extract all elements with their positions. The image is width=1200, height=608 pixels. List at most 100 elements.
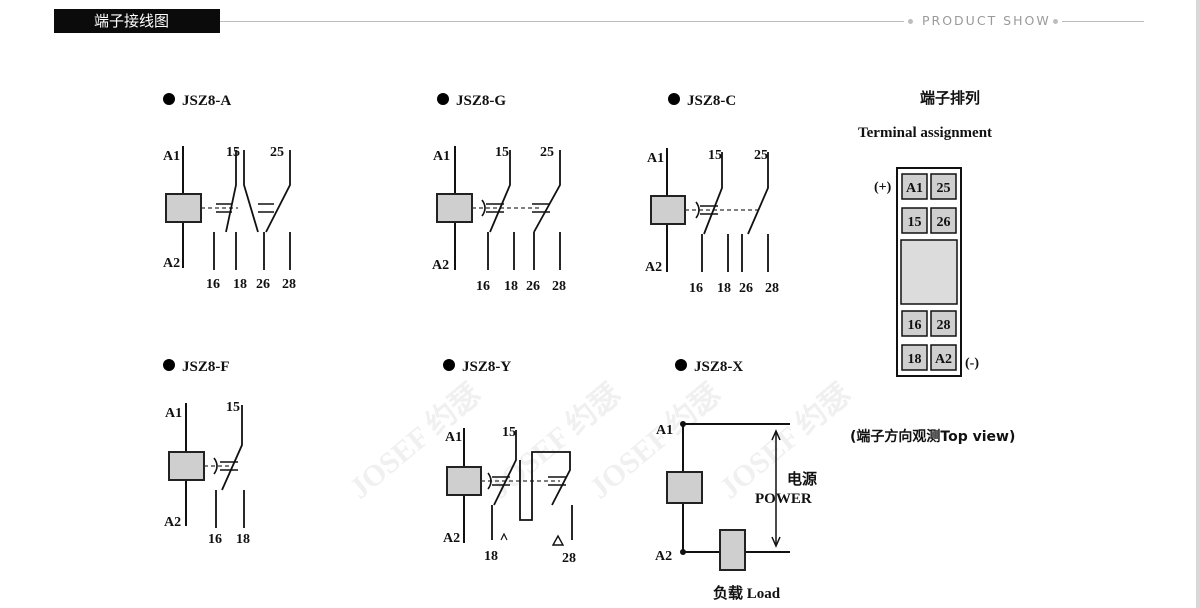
terminal-label-26: 26 [256,277,270,292]
relay-title: JSZ8-A [182,93,231,109]
power-arrow-heads [771,429,781,548]
relay-title: JSZ8-G [456,93,506,109]
header-divider-right [1062,21,1144,22]
terminal-label-28: 28 [552,279,566,294]
relay-jsz8-x: JSZ8-X A1 A2 电源 POWER 负载 Load [655,359,817,602]
terminal-label-16: 16 [206,277,220,292]
relay-jsz8-f: JSZ8-F A1 A2 15 16 18 [163,359,250,547]
terminal-label-18: 18 [484,549,498,564]
terminal-label-15: 15 [708,148,722,163]
section-title-tab: 端子接线图 [54,9,220,33]
section-title: 端子接线图 [94,12,170,30]
terminal-cell-label: A1 [906,181,923,196]
contact-lines [213,150,291,270]
terminal-label-25: 25 [754,148,768,163]
terminal-label-a1: A1 [647,151,664,166]
terminal-assignment: 端子排列 Terminal assignment A1 25 15 26 16 … [850,89,1015,445]
bullet-icon [443,359,455,371]
terminal-label-26: 26 [739,281,753,296]
terminal-label-a1: A1 [656,423,673,438]
terminal-label-28: 28 [562,551,576,566]
terminal-cell [930,207,957,234]
contact-arm-ticks [216,203,274,213]
watermark-layer: JOSEF 约瑟 JOSEF 约瑟 JOSEF 约瑟 JOSEF 约瑟 [343,377,857,505]
terminal-label-a2: A2 [645,260,662,275]
terminal-cell [901,344,928,371]
relay-jsz8-y: JSZ8-Y A1 A2 15 18 28 [443,359,576,566]
terminal-label-15: 15 [502,425,516,440]
terminal-label-18: 18 [717,281,731,296]
delay-open-icon [500,532,508,541]
header-divider-left [220,21,904,22]
terminal-label-18: 18 [236,532,250,547]
coil-icon [666,471,703,504]
terminal-label-15: 15 [226,145,240,160]
terminal-cell-label: A2 [935,352,952,367]
contact-arm-ticks [213,457,238,475]
bullet-icon [668,93,680,105]
top-view-label: (端子方向观测Top view) [850,428,1015,445]
terminal-title-cn: 端子排列 [920,89,980,107]
terminal-label-15: 15 [226,400,240,415]
relay-title: JSZ8-Y [462,359,511,375]
terminal-label-a1: A1 [445,430,462,445]
contact-lines [491,430,573,540]
load-icon [719,529,746,571]
terminal-cell-label: 26 [937,215,951,230]
power-label-en: POWER [755,491,812,507]
terminal-label-a2: A2 [164,515,181,530]
terminal-cell [930,173,957,200]
header-dot-right [1053,19,1058,24]
terminal-label-16: 16 [476,279,490,294]
coil-icon [165,193,202,223]
terminal-cell-label: 15 [908,215,922,230]
terminal-label-a1: A1 [163,149,180,164]
terminal-label-18: 18 [504,279,518,294]
polarity-plus-label: (+) [874,180,892,195]
terminal-cell [901,310,928,337]
terminal-label-a1: A1 [165,406,182,421]
contact-arm-ticks [487,472,566,490]
terminal-cell-label: 18 [908,352,922,367]
terminal-block-body [900,239,958,305]
contact-arm-ticks [481,199,550,217]
relay-jsz8-g: JSZ8-G A1 A2 15 25 16 18 26 28 [432,93,566,294]
power-label-cn: 电源 [787,470,817,488]
product-show-label: PRODUCT SHOW [922,13,1051,28]
terminal-label-a2: A2 [163,256,180,271]
bullet-icon [163,93,175,105]
coil-icon [446,466,482,496]
supply-wires [682,423,790,553]
header-dot-left [908,19,913,24]
terminal-cell [901,207,928,234]
terminal-label-a1: A1 [433,149,450,164]
coil-icon [436,193,473,223]
terminal-label-28: 28 [282,277,296,292]
bullet-icon [437,93,449,105]
coil-icon [650,195,686,225]
terminal-cell [930,344,957,371]
terminal-label-25: 25 [270,145,284,160]
relay-title: JSZ8-C [687,93,736,109]
terminal-label-a2: A2 [655,549,672,564]
terminal-cell [901,173,928,200]
terminal-cell [930,310,957,337]
contact-arm-ticks [695,201,718,219]
terminal-cell-label: 16 [908,318,922,333]
watermark-text: JOSEF 约瑟 [713,377,857,505]
bullet-icon [163,359,175,371]
terminal-label-16: 16 [208,532,222,547]
terminal-label-15: 15 [495,145,509,160]
polarity-minus-label: (-) [965,356,979,371]
contact-lines [487,150,561,270]
terminal-label-a2: A2 [443,531,460,546]
delay-close-icon [551,534,565,546]
relay-jsz8-c: JSZ8-C A1 A2 15 25 16 18 26 28 [645,93,779,296]
page-scrollbar[interactable] [1196,0,1200,608]
relay-title: JSZ8-F [182,359,230,375]
terminal-title-en: Terminal assignment [858,125,992,141]
terminal-label-25: 25 [540,145,554,160]
bullet-icon [675,359,687,371]
relay-jsz8-a: JSZ8-A A1 A2 15 25 16 18 26 28 [163,93,296,292]
